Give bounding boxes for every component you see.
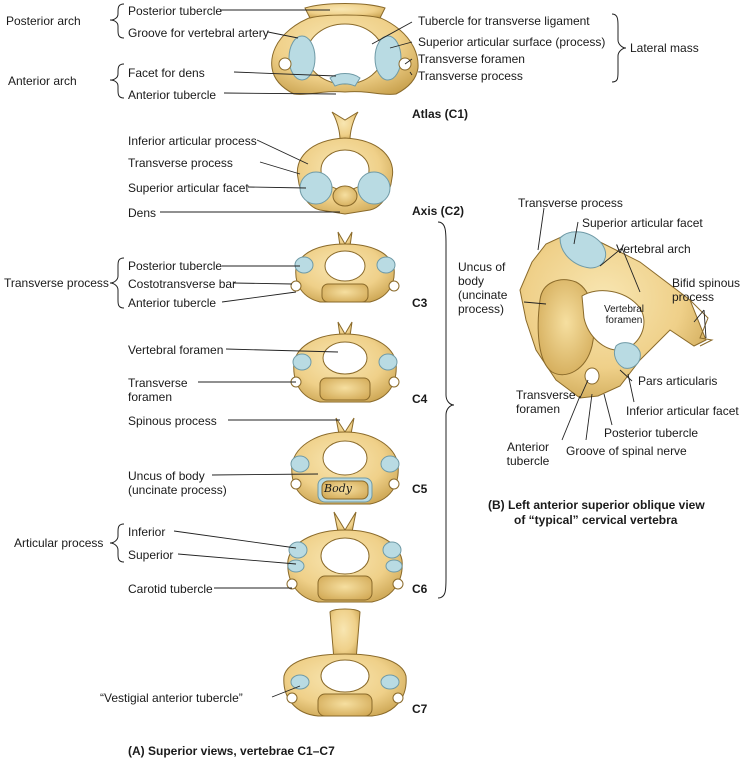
caption-figure-b-line2: of “typical” cervical vertebra [514, 513, 678, 527]
group-label-transverse-process: Transverse process [4, 276, 109, 290]
c5-drawing [290, 417, 400, 505]
c3-drawing [290, 231, 400, 303]
vertebra-label-atlas: Atlas (C1) [412, 107, 469, 121]
label-b-superior-articular-facet: Superior articular facet [582, 216, 703, 230]
group-label-posterior-arch: Posterior arch [6, 14, 81, 28]
label-carotid-tubercle: Carotid tubercle [128, 582, 213, 596]
vertebra-label-axis: Axis (C2) [412, 204, 465, 218]
group-label-anterior-arch: Anterior arch [8, 74, 77, 88]
vertebra-label-c3: C3 [412, 296, 428, 310]
group-label-lateral-mass: Lateral mass [630, 41, 699, 55]
label-b-vertebral-arch: Vertebral arch [616, 242, 691, 256]
label-costotransverse-bar: Costotransverse bar [128, 277, 237, 291]
label-tubercle-transverse-ligament: Tubercle for transverse ligament [418, 14, 590, 28]
label-uncus-of-body: Uncus of body(uncinate process) [128, 469, 227, 497]
vertebra-label-c6: C6 [412, 582, 428, 596]
c6-drawing [286, 511, 404, 603]
atlas-c1-drawing [271, 3, 419, 95]
label-anterior-tubercle-c3: Anterior tubercle [128, 296, 217, 310]
label-b-posterior-tubercle: Posterior tubercle [604, 426, 699, 440]
label-dens: Dens [128, 206, 157, 220]
label-b-pars-articularis: Pars articularis [638, 374, 718, 388]
label-superior-articular-facet-c2: Superior articular facet [128, 181, 249, 195]
label-b-transverse-process: Transverse process [518, 196, 623, 210]
label-facet-for-dens: Facet for dens [128, 66, 205, 80]
label-vertebral-foramen: Vertebral foramen [128, 343, 224, 357]
label-b-groove-spinal-nerve: Groove of spinal nerve [566, 444, 687, 458]
label-transverse-foramen-c1: Transverse foramen [418, 52, 525, 66]
label-vestigial-anterior-tubercle: “Vestigial anterior tubercle” [100, 691, 243, 705]
vertebra-label-c7: C7 [412, 702, 428, 716]
label-superior-articular-surface: Superior articular surface (process) [418, 35, 606, 49]
leader-lines-b [523, 207, 707, 441]
c7-drawing [283, 608, 407, 717]
label-groove-vertebral-artery: Groove for vertebral artery [128, 26, 269, 40]
caption-figure-b-line1: (B) Left anterior superior oblique view [488, 498, 705, 512]
label-transverse-process-c1: Transverse process [418, 69, 523, 83]
label-inferior: Inferior [128, 525, 166, 539]
typical-vertebra-oblique-drawing [519, 231, 714, 399]
label-body-text: Body [324, 482, 352, 495]
c4-drawing [290, 321, 400, 403]
label-transverse-process-c2: Transverse process [128, 156, 233, 170]
leader-lines-a [160, 9, 413, 698]
label-posterior-tubercle-c3: Posterior tubercle [128, 259, 223, 273]
label-inferior-articular-process: Inferior articular process [128, 134, 257, 148]
label-posterior-tubercle: Posterior tubercle [128, 4, 223, 18]
label-superior: Superior [128, 548, 174, 562]
axis-c2-drawing [296, 111, 394, 215]
label-spinous-process: Spinous process [128, 414, 217, 428]
grouping-braces [109, 3, 627, 599]
label-anterior-tubercle-c1: Anterior tubercle [128, 88, 217, 102]
group-label-articular-process: Articular process [14, 536, 104, 550]
label-b-inferior-articular-facet: Inferior articular facet [626, 404, 739, 418]
caption-figure-a: (A) Superior views, vertebrae C1–C7 [128, 744, 335, 758]
vertebra-label-c4: C4 [412, 392, 428, 406]
vertebra-label-c5: C5 [412, 482, 428, 496]
